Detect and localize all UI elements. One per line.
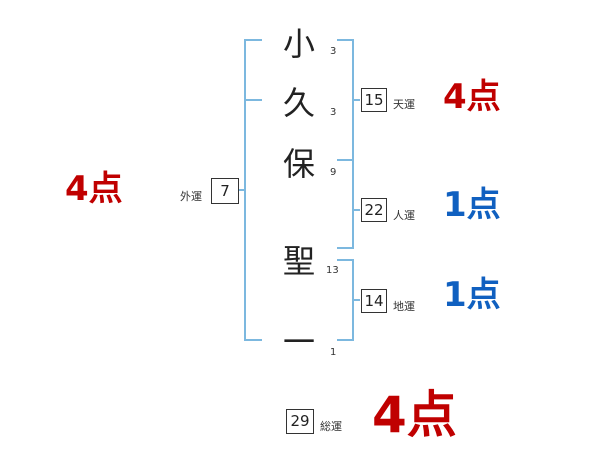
gaikaku-score: 4点 [65,169,123,209]
tenkaku-label: 天運 [393,98,415,111]
name-char-4: 聖 [282,242,315,280]
chikaku-label: 地運 [393,300,415,313]
stroke-count-5: 1 [330,347,337,358]
name-char-2: 久 [282,84,315,122]
stroke-count-4: 13 [326,265,339,276]
stroke-count-3: 9 [330,167,337,178]
soukaku-label: 総運 [320,420,342,433]
soukaku-value-box: 29 [286,409,314,434]
soukaku-score: 4点 [372,386,457,444]
stroke-count-2: 3 [330,107,337,118]
name-char-3: 保 [282,145,315,183]
jinkaku-score: 1点 [443,185,501,225]
chikaku-value-box: 14 [361,289,387,313]
name-char-1: 小 [282,25,315,63]
tenkaku-score: 4点 [443,77,501,117]
gaikaku-value-box: 7 [211,178,239,204]
jinkaku-label: 人運 [393,209,415,222]
jinkaku-value-box: 22 [361,198,387,222]
chikaku-score: 1点 [443,275,501,315]
tenkaku-value-box: 15 [361,88,387,112]
gaikaku-label: 外運 [180,190,202,203]
name-char-5: 一 [282,323,315,361]
stroke-count-1: 3 [330,46,337,57]
